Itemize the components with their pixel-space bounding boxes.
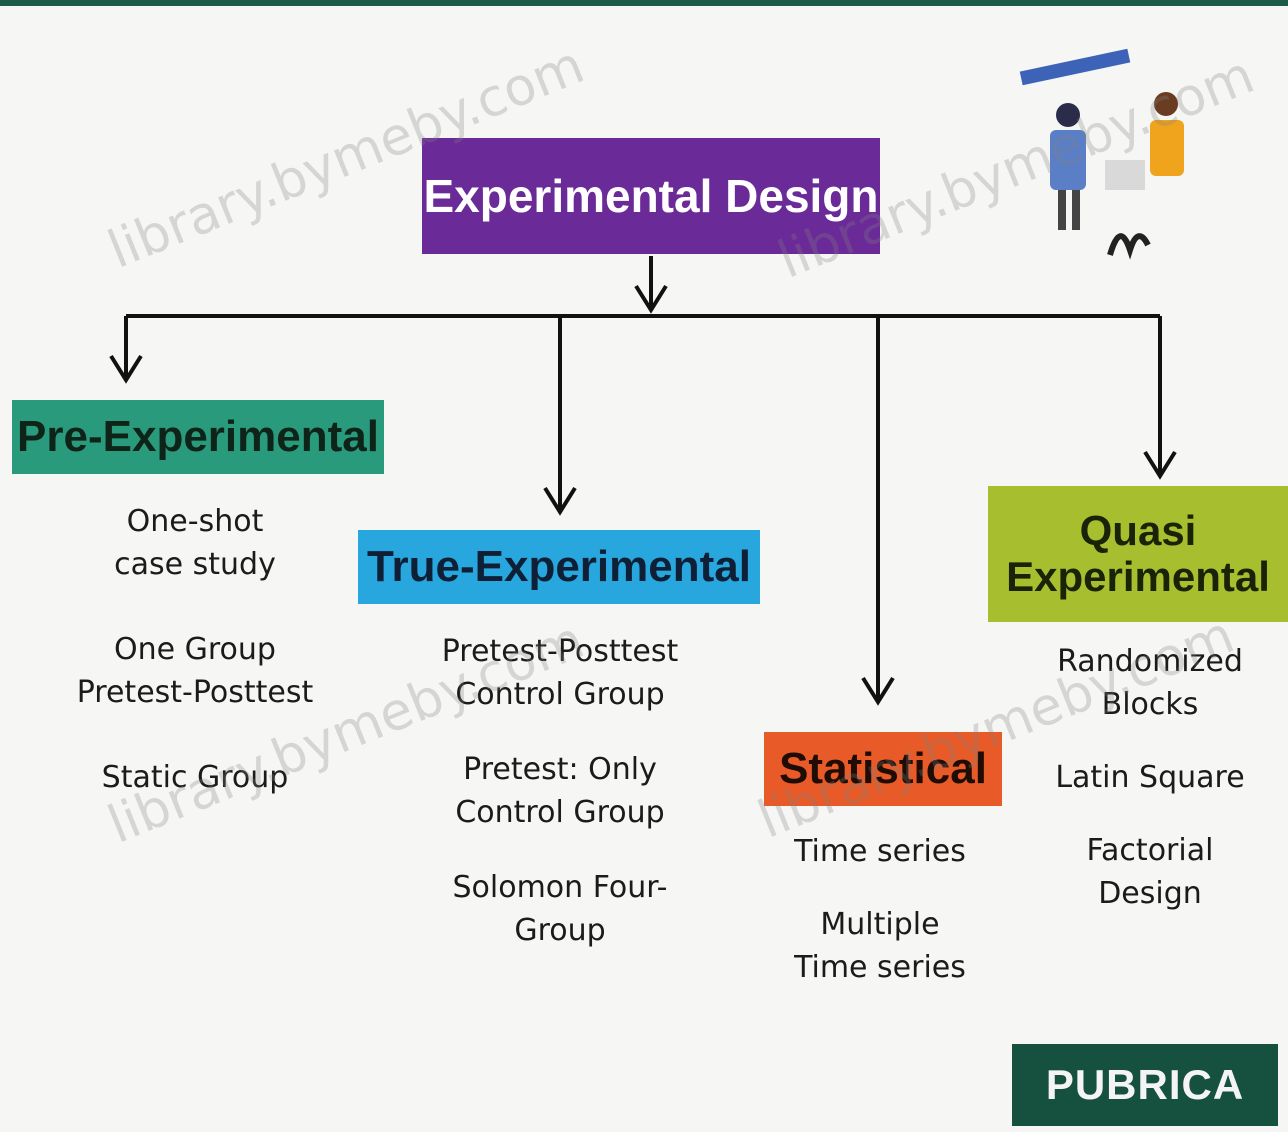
top-border	[0, 0, 1288, 6]
list-item: Pretest-Posttest Control Group	[441, 634, 679, 712]
statistical-box: Statistical	[764, 732, 1002, 806]
quasi-experimental-box: Quasi Experimental	[988, 486, 1288, 622]
list-item: Latin Square	[1055, 760, 1245, 795]
pubrica-logo: PUBRICA	[1012, 1044, 1278, 1126]
list-item: Factorial Design	[1086, 833, 1214, 911]
list-item: Randomized Blocks	[1057, 644, 1243, 722]
statistical-items: Time series Multiple Time series	[760, 830, 1000, 1019]
experimental-design-box: Experimental Design	[422, 138, 880, 254]
list-item: Multiple Time series	[794, 907, 966, 985]
people-presentation-icon	[1019, 48, 1184, 260]
true-experimental-box: True-Experimental	[358, 530, 760, 604]
list-item: One-shot case study	[114, 504, 276, 582]
true-experimental-items: Pretest-Posttest Control Group Pretest: …	[395, 630, 725, 984]
list-item: Solomon Four- Group	[452, 870, 668, 948]
quasi-experimental-items: Randomized Blocks Latin Square Factorial…	[1000, 640, 1288, 945]
list-item: Time series	[794, 834, 966, 869]
list-item: One Group Pretest-Posttest	[76, 632, 314, 710]
pre-experimental-items: One-shot case study One Group Pretest-Po…	[40, 500, 350, 841]
list-item: Pretest: Only Control Group	[455, 752, 665, 830]
pre-experimental-box: Pre-Experimental	[12, 400, 384, 474]
list-item: Static Group	[101, 760, 289, 795]
